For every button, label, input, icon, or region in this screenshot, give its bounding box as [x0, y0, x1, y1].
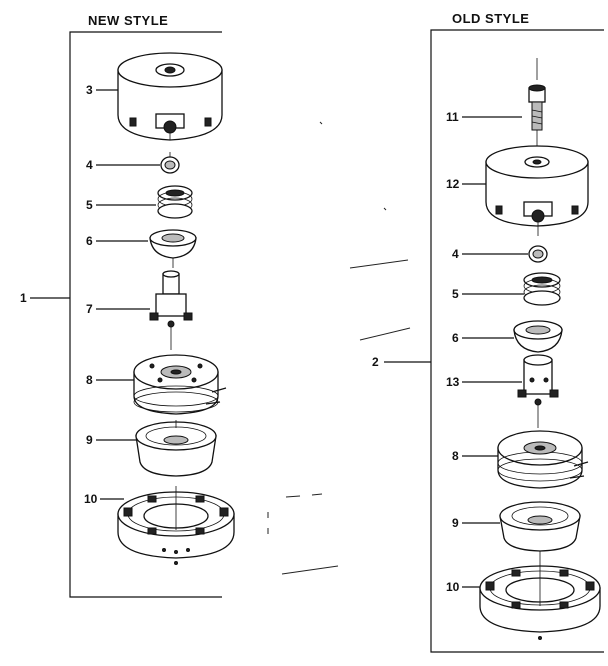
new-style-spool	[133, 354, 227, 415]
callout-6-old: 6	[452, 331, 459, 345]
callout-9-old: 9	[452, 516, 459, 530]
callout-2: 2	[372, 355, 379, 369]
callout-11: 11	[446, 110, 459, 124]
old-style-housing	[485, 145, 589, 236]
callout-3: 3	[86, 83, 93, 97]
new-style-heading: NEW STYLE	[88, 13, 168, 28]
callout-9: 9	[86, 433, 93, 447]
callout-7: 7	[86, 302, 93, 316]
old-style-cup	[499, 501, 581, 562]
new-style-retainer	[149, 229, 197, 268]
new-style-hub	[117, 486, 235, 565]
scan-marks	[267, 121, 411, 575]
new-style-part-4	[160, 152, 180, 174]
callout-10: 10	[84, 492, 98, 506]
old-style-callouts: 2 11 12 4 5 6 13 8 9 10	[372, 110, 528, 594]
callout-12: 12	[446, 177, 460, 191]
old-style-bolt	[528, 58, 546, 148]
callout-8: 8	[86, 373, 93, 387]
callout-1: 1	[20, 291, 27, 305]
old-style-hub	[479, 562, 601, 640]
old-style-heading: OLD STYLE	[452, 11, 529, 26]
new-style-housing	[117, 52, 223, 141]
callout-4-old: 4	[452, 247, 459, 261]
old-style-retainer	[513, 320, 563, 353]
new-style-spring	[157, 185, 193, 219]
old-style-part-4	[528, 245, 548, 263]
callout-4: 4	[86, 158, 93, 172]
callout-13: 13	[446, 375, 460, 389]
new-style-cup	[135, 420, 217, 477]
callout-5-old: 5	[452, 287, 459, 301]
old-style-spool	[497, 430, 589, 489]
old-style-assembly-bracket	[430, 29, 604, 653]
old-style-spring	[523, 272, 561, 306]
new-style-callouts: 1 3 4 5 6 7 8 9 10	[20, 83, 160, 506]
new-style-assembly-bracket	[69, 31, 222, 598]
callout-8-old: 8	[452, 449, 459, 463]
old-style-spindle	[517, 354, 559, 428]
callout-10-old: 10	[446, 580, 460, 594]
callout-5: 5	[86, 198, 93, 212]
new-style-spindle	[149, 270, 193, 350]
callout-6: 6	[86, 234, 93, 248]
